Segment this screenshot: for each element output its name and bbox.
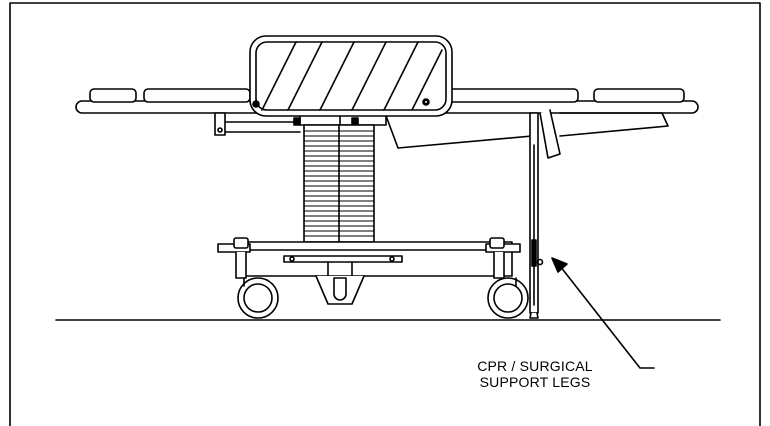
caster-right bbox=[485, 237, 529, 319]
deck-frame bbox=[214, 112, 669, 149]
base-frame bbox=[241, 241, 513, 305]
callout-line-1: CPR / SURGICAL bbox=[477, 358, 593, 374]
caster-left bbox=[217, 237, 279, 319]
lift-column bbox=[303, 124, 375, 243]
callout-line-2: SUPPORT LEGS bbox=[479, 374, 591, 390]
side-rail bbox=[249, 35, 453, 117]
callout-label: CPR / SURGICAL SUPPORT LEGS bbox=[420, 358, 650, 390]
bellows-lines bbox=[303, 130, 375, 237]
callout-leader bbox=[551, 257, 655, 369]
support-leg bbox=[529, 109, 561, 319]
frame-border bbox=[9, 2, 761, 426]
